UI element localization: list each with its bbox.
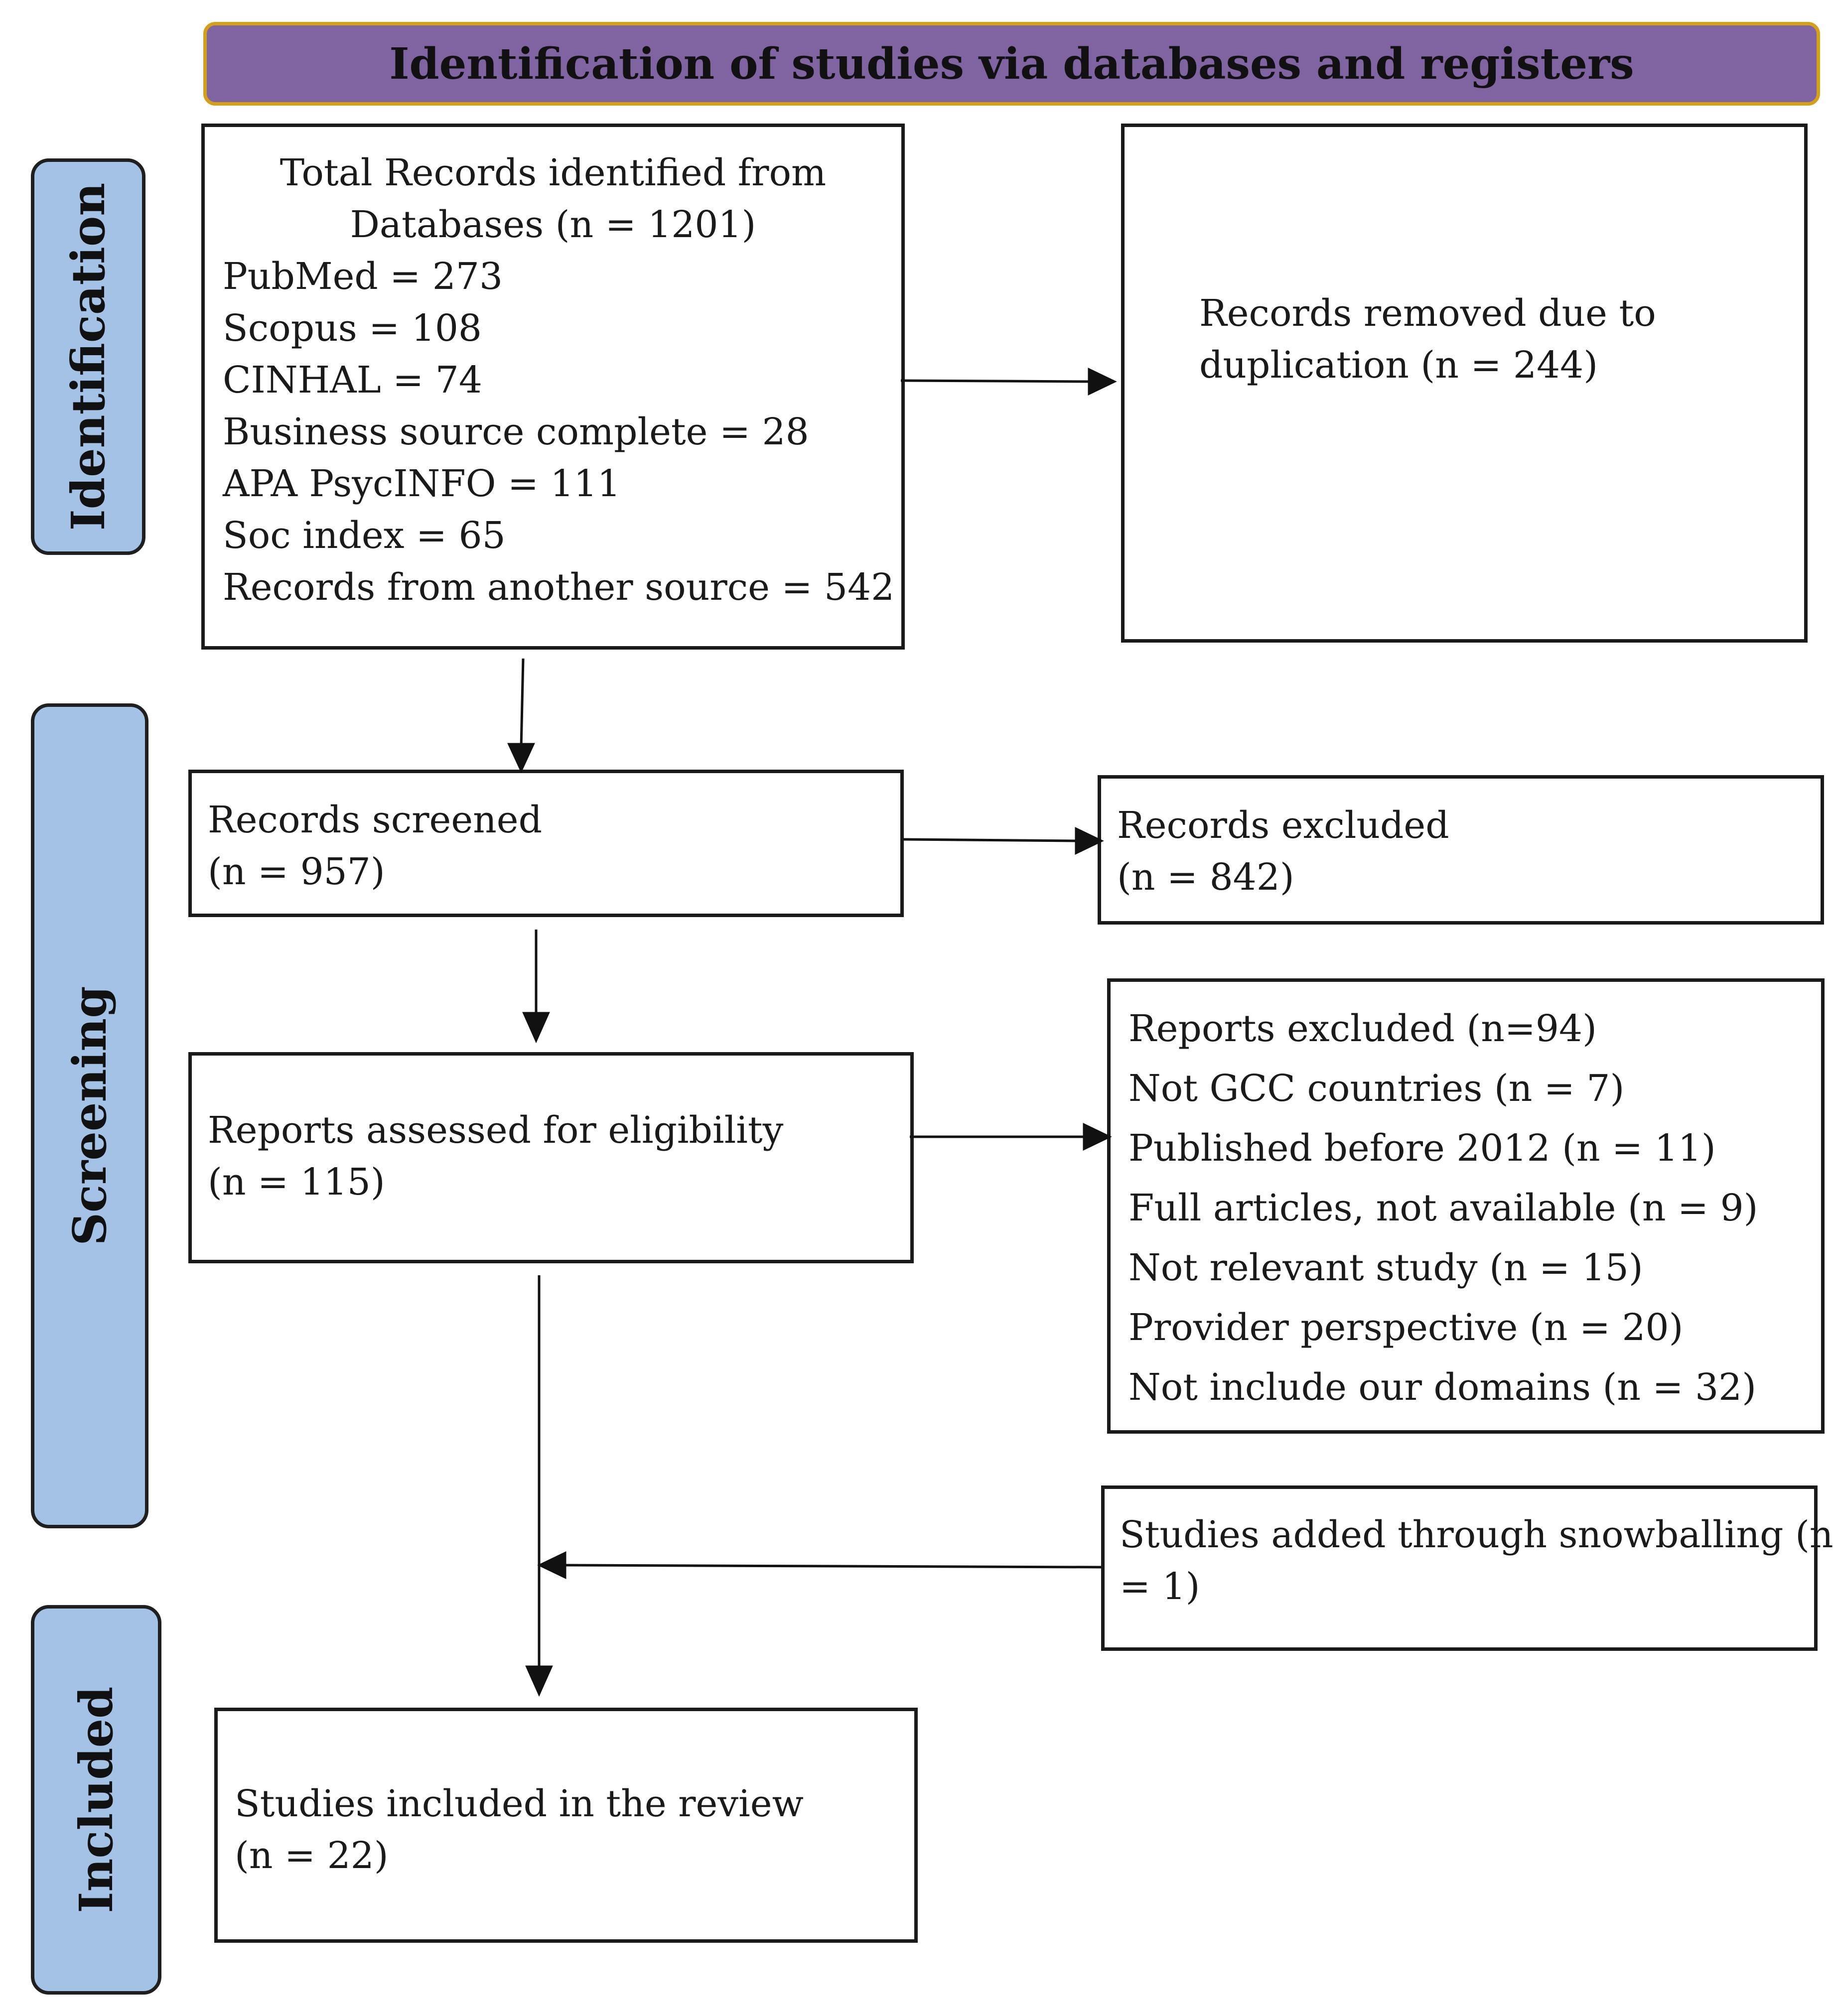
records-identified-title-line2: Databases (n = 1201): [350, 203, 756, 246]
assessed-line1: Reports assessed for eligibility: [208, 1109, 784, 1152]
records-identified-box: Total Records identified from Databases …: [201, 124, 905, 650]
source-psycinfo: APA PsycINFO = 111: [223, 462, 621, 505]
arrowhead-from-snowball: [537, 1551, 566, 1579]
arrowhead-to-included: [525, 1665, 553, 1697]
duplicates-removed-box: Records removed due to duplication (n = …: [1121, 124, 1808, 643]
flow-header-title: Identification of studies via databases …: [389, 38, 1634, 89]
studies-included-box: Studies included in the review (n = 22): [214, 1708, 918, 1943]
flow-header: Identification of studies via databases …: [203, 22, 1820, 106]
arrow-to-screened: [520, 658, 525, 748]
snowball-line1: Studies added through snowballing (n: [1120, 1513, 1833, 1556]
reports-excluded-line1: Not GCC countries (n = 7): [1128, 1067, 1625, 1110]
included-line1: Studies included in the review: [235, 1782, 804, 1825]
excluded-line2: (n = 842): [1117, 856, 1294, 899]
source-business: Business source complete = 28: [223, 410, 809, 453]
source-cinhal: CINHAL = 74: [223, 359, 482, 402]
reports-excluded-line3: Full articles, not available (n = 9): [1128, 1187, 1758, 1229]
duplicates-line2: duplication (n = 244): [1199, 344, 1598, 387]
arrow-to-excluded: [903, 838, 1079, 842]
phase-screening: Screening: [31, 703, 148, 1528]
duplicates-line1: Records removed due to: [1199, 292, 1656, 335]
snowball-line2: = 1): [1120, 1565, 1200, 1608]
phase-identification: Identification: [31, 158, 145, 555]
arrowhead-to-reports-excluded: [1083, 1123, 1112, 1151]
phase-included: Included: [31, 1605, 161, 1995]
arrowhead-to-screened: [507, 743, 535, 773]
arrow-from-snowball: [563, 1564, 1102, 1569]
source-scopus: Scopus = 108: [223, 307, 482, 350]
reports-excluded-line0: Reports excluded (n=94): [1128, 1007, 1597, 1050]
source-pubmed: PubMed = 273: [223, 255, 503, 298]
reports-excluded-line2: Published before 2012 (n = 11): [1128, 1127, 1716, 1170]
reports-excluded-line4: Not relevant study (n = 15): [1128, 1246, 1643, 1289]
arrowhead-to-assessed: [522, 1012, 550, 1044]
records-identified-title-line1: Total Records identified from: [280, 151, 827, 194]
arrow-to-duplicates: [900, 379, 1092, 383]
reports-excluded-line6: Not include our domains (n = 32): [1128, 1366, 1757, 1409]
arrowhead-to-excluded: [1075, 827, 1104, 855]
arrowhead-to-duplicates: [1088, 368, 1117, 396]
source-other: Records from another source = 542: [223, 566, 895, 609]
snowball-box: Studies added through snowballing (n = 1…: [1101, 1485, 1833, 1651]
included-line2: (n = 22): [235, 1834, 389, 1877]
screened-line2: (n = 957): [208, 850, 385, 893]
assessed-line2: (n = 115): [208, 1161, 385, 1204]
records-excluded-box: Records excluded (n = 842): [1098, 775, 1824, 925]
reports-assessed-box: Reports assessed for eligibility (n = 11…: [188, 1052, 914, 1263]
source-socindex: Soc index = 65: [223, 514, 506, 557]
records-screened-box: Records screened (n = 957): [188, 770, 904, 917]
reports-excluded-box: Reports excluded (n=94) Not GCC countrie…: [1107, 978, 1825, 1434]
excluded-line1: Records excluded: [1117, 804, 1449, 847]
reports-excluded-line5: Provider perspective (n = 20): [1128, 1306, 1684, 1349]
screened-line1: Records screened: [208, 799, 542, 841]
